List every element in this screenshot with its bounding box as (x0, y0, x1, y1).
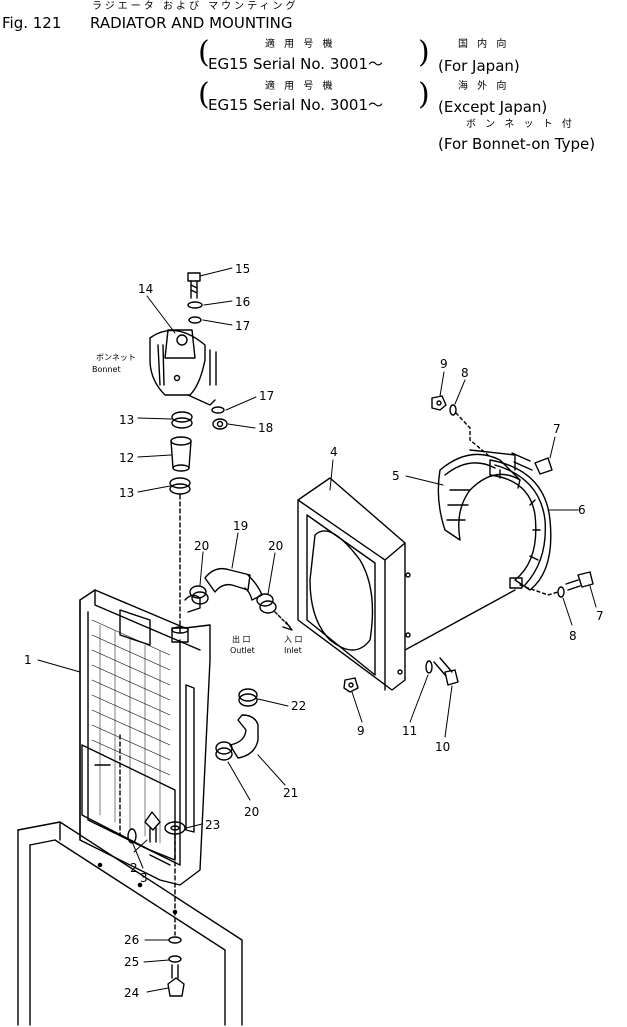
callout-13-upper: 13 (119, 413, 134, 427)
callout-16: 16 (235, 295, 250, 309)
bonnet-label-en: Bonnet (92, 365, 121, 374)
close-paren-2: ) (418, 77, 430, 112)
drain-cock-part-2 (144, 811, 161, 843)
applicable-label-jp-1: 適 用 号 機 (265, 39, 336, 50)
washer-part-17a (188, 316, 202, 324)
callout-8-lower: 8 (569, 629, 577, 643)
figure-number: Fig. 121 (2, 14, 62, 32)
callout-20-bottom: 20 (244, 805, 259, 819)
callout-14: 14 (138, 282, 153, 296)
serial-range-1: EG15 Serial No. 3001～ (208, 55, 384, 73)
clamp-part-20c (215, 741, 233, 761)
type-label-en: (For Bonnet-on Type) (438, 135, 596, 153)
outlet-label-jp: 出 口 (232, 634, 251, 644)
callout-20-left: 20 (194, 539, 209, 553)
washer-part-16 (187, 301, 203, 309)
washer-part-11 (425, 660, 433, 674)
fan-guard-part-5 (437, 453, 521, 541)
nut-part-9-upper (431, 395, 447, 411)
callout-9-upper: 9 (440, 357, 448, 371)
callout-6: 6 (578, 503, 586, 517)
callout-17-lower: 17 (259, 389, 274, 403)
outlet-label-en: Outlet (230, 646, 255, 655)
bolt-part-10 (433, 657, 459, 686)
callout-20-right: 20 (268, 539, 283, 553)
shroud-part-4 (297, 477, 411, 691)
hose-part-19 (204, 567, 263, 601)
washer-part-26 (168, 936, 182, 944)
market-en-1: (For Japan) (438, 57, 520, 75)
fan-guard-part-6 (469, 449, 552, 591)
callout-15: 15 (235, 262, 250, 276)
callout-12: 12 (119, 451, 134, 465)
serial-range-2: EG15 Serial No. 3001～ (208, 96, 384, 114)
clamp-part-20a (189, 585, 209, 605)
callout-leaders (37, 267, 597, 993)
bolt-part-7-lower (565, 571, 594, 591)
figure-title: RADIATOR AND MOUNTING (90, 14, 293, 32)
base-frame (17, 821, 243, 1026)
nut-part-9-lower (343, 677, 359, 693)
callout-21: 21 (283, 786, 298, 800)
callout-3: 3 (140, 871, 148, 885)
callout-19: 19 (233, 519, 248, 533)
title-japanese: ラジエータ および マウンティング (92, 1, 299, 12)
hose-part-12 (170, 436, 192, 472)
callout-25: 25 (124, 955, 139, 969)
market-jp-2: 海 外 向 (458, 81, 510, 92)
callout-26: 26 (124, 933, 139, 947)
callout-18: 18 (258, 421, 273, 435)
nut-part-18 (212, 418, 228, 430)
clamp-part-20b (256, 593, 277, 614)
market-jp-1: 国 内 向 (458, 39, 510, 50)
callout-5: 5 (392, 469, 400, 483)
bolt-part-24 (167, 964, 185, 997)
bonnet-label-jp: ボンネット (96, 353, 136, 362)
callout-1: 1 (24, 653, 32, 667)
type-label-jp: ボ ン ネ ッ ト 付 (466, 119, 575, 130)
leader-shroud-guard (404, 589, 516, 651)
hose-part-21 (229, 714, 259, 759)
bolt-part-7-upper (511, 452, 553, 475)
washer-part-17b (211, 406, 225, 414)
inlet-label-en: Inlet (284, 646, 302, 655)
leader-lower-hardware (519, 584, 559, 596)
callout-8-upper: 8 (461, 366, 469, 380)
callout-10: 10 (435, 740, 450, 754)
callout-4: 4 (330, 445, 338, 459)
clamp-part-13a (171, 411, 193, 429)
inlet-arrow (282, 621, 293, 631)
bonnet-bracket-part (149, 329, 217, 406)
market-en-2: (Except Japan) (438, 98, 548, 116)
callout-24: 24 (124, 986, 139, 1000)
close-paren-1: ) (418, 35, 430, 70)
callout-7-upper: 7 (553, 422, 561, 436)
callout-17-upper: 17 (235, 319, 250, 333)
clamp-part-22 (238, 688, 258, 707)
callout-7-lower: 7 (596, 609, 604, 623)
inlet-label-jp: 入 口 (284, 635, 303, 644)
callout-13-lower: 13 (119, 486, 134, 500)
open-paren-2: ( (198, 77, 210, 112)
callout-11: 11 (402, 724, 417, 738)
callout-9-lower: 9 (357, 724, 365, 738)
bolt-part-15 (187, 272, 201, 299)
radiator-part-1 (79, 589, 211, 886)
leader-upper-hardware (455, 412, 489, 456)
open-paren-1: ( (198, 35, 210, 70)
washer-part-8-upper (449, 404, 457, 416)
callout-2: 2 (130, 861, 138, 875)
washer-part-8-lower (557, 586, 565, 598)
washer-part-25 (168, 955, 182, 963)
callout-23: 23 (205, 818, 220, 832)
washer-part-3 (127, 828, 137, 844)
callout-22: 22 (291, 699, 306, 713)
clamp-part-13b (169, 477, 191, 495)
applicable-label-jp-2: 適 用 号 機 (265, 81, 336, 92)
